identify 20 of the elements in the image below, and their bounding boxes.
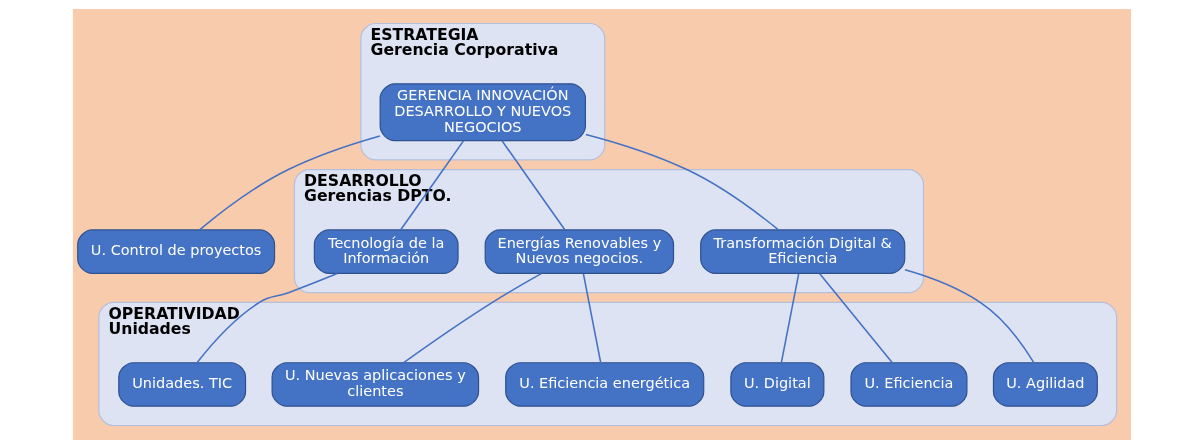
node-box: U. Digital — [729, 361, 824, 407]
node-box: Energías Renovables y Nuevos negocios. — [484, 228, 674, 274]
connector — [903, 268, 1035, 363]
connector — [818, 272, 893, 363]
node-box: Transformación Digital & Eficiencia — [699, 228, 905, 274]
node-box: Tecnología de la Información — [313, 228, 459, 274]
node-box: GERENCIA INNOVACIÓN DESARROLLO Y NUEVOS NEGOCIOS — [379, 82, 586, 141]
connector — [402, 272, 542, 363]
node-box: U. Eficiencia energética — [504, 361, 704, 407]
connector — [195, 272, 338, 363]
connector — [198, 134, 381, 231]
connector — [582, 272, 601, 363]
node-box: U. Nuevas aplicaciones y clientes — [271, 361, 479, 407]
node-box: U. Agilidad — [992, 361, 1098, 407]
node-box: U. Control de proyectos — [76, 228, 275, 274]
connector — [780, 272, 799, 363]
connector — [500, 139, 566, 231]
node-box: Unidades. TIC — [117, 361, 246, 407]
connector — [584, 133, 779, 231]
node-box: U. Eficiencia — [849, 361, 967, 407]
